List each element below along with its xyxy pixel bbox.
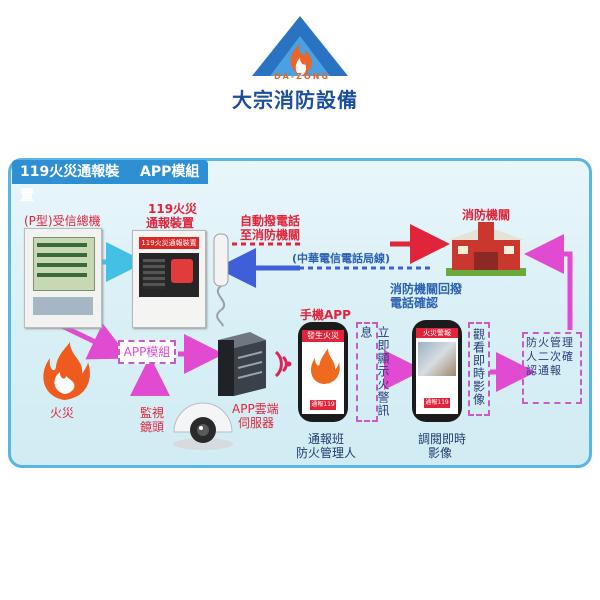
receiver-panel [24, 228, 102, 328]
camera-label-2: 鏡頭 [140, 420, 165, 434]
auto-dial-line2: 至消防機關 [240, 228, 301, 242]
callback-line1: 消防機關回撥 [390, 282, 463, 296]
manager-confirm-text: 防火管理人二次確認通報 [526, 336, 574, 377]
phone-1: 發生火災 通報119 [298, 322, 348, 422]
alarm-device-label-1: 119火災 [148, 202, 198, 216]
callback-line2: 電話確認 [390, 296, 439, 310]
phone-2-call-button[interactable]: 通報119 [424, 398, 450, 408]
auto-dial-line1: 自動撥電話 [240, 214, 301, 228]
logo: DA-ZONG 大宗消防設備 [230, 10, 370, 112]
fire-label: 火災 [50, 406, 75, 420]
app-module-box: APP模組 [118, 340, 176, 364]
watch-video-box: 觀看即時影像 [468, 322, 490, 416]
telecom-label: (中華電信電話局線) [292, 252, 391, 265]
camera-icon [173, 402, 233, 450]
server-icon [218, 332, 266, 396]
telephone-icon [213, 233, 229, 327]
wireless-icon [274, 350, 292, 378]
camera-label-1: 監視 [140, 406, 165, 420]
alarm-device-screen: 119火災通報裝置 [139, 237, 199, 249]
app-module-label: APP模組 [123, 345, 171, 359]
phone-1-screen: 發生火災 通報119 [302, 330, 344, 414]
tab-119-device: 119火災通報裝置 [12, 160, 140, 204]
fire-icon [43, 342, 90, 400]
phone-2-screen: 火災警報 通報119 [416, 328, 458, 414]
phone-2: 火災警報 通報119 [412, 320, 462, 422]
fire-dept-label: 消防機關 [462, 208, 511, 222]
tab-app-module: APP模組 [132, 160, 208, 184]
instant-alert-box: 立即顯示火警訊息 [356, 322, 390, 422]
phone-1-fire-icon [311, 348, 340, 384]
cloud-server-line1: APP雲端 [232, 402, 279, 416]
manager-confirm-box: 防火管理人二次確認通報 [522, 332, 582, 404]
logo-subtitle: DA-ZONG [274, 72, 331, 81]
phone-2-alert-title: 火災警報 [416, 328, 458, 338]
alarm-device-label-2: 通報裝置 [146, 216, 195, 230]
alarm-device: 119火災通報裝置 [132, 230, 206, 328]
retrieve-video-line1: 調閱即時 [418, 432, 467, 446]
receiver-label: (P型)受信總機 [24, 214, 101, 228]
logo-name: 大宗消防設備 [232, 88, 358, 112]
fire-station-icon [446, 222, 526, 276]
watch-video-text: 觀看即時影像 [471, 328, 486, 406]
cloud-server-line2: 伺服器 [238, 416, 275, 430]
notify-line2: 防火管理人 [296, 446, 357, 460]
logo-mark [252, 16, 348, 76]
retrieve-video-line2: 影像 [428, 446, 453, 460]
instant-alert-text: 立即顯示火警訊息 [359, 326, 390, 417]
phone-app-title: 手機APP [300, 308, 351, 322]
phone-1-call-button[interactable]: 通報119 [310, 400, 336, 410]
phone-1-alert-title: 發生火災 [302, 330, 344, 342]
notify-line1: 通報班 [308, 432, 345, 446]
